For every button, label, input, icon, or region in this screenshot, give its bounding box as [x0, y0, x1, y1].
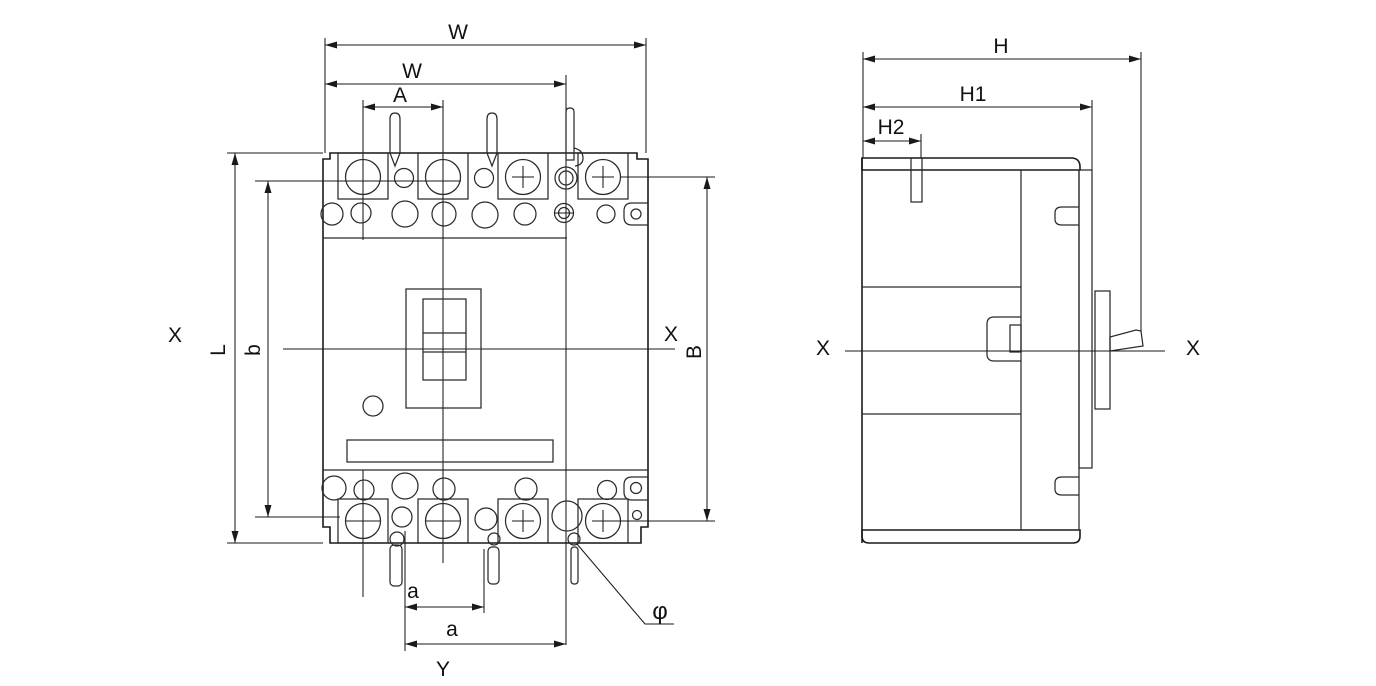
- dim-label-a-small: a: [407, 580, 419, 603]
- mounting-hole: [432, 477, 456, 501]
- phi-hole: [487, 532, 501, 546]
- fixing-tab-hole: [630, 208, 642, 220]
- axis-label-x-right: X: [1186, 337, 1200, 360]
- nameplate: [346, 439, 554, 463]
- axis-label-x-left: X: [168, 324, 182, 347]
- side-escutcheon-inner: [1009, 324, 1022, 353]
- top-terminal-band: [320, 107, 648, 229]
- terminal-screw: [344, 158, 382, 196]
- front-view: W W A L b B X X: [168, 21, 715, 681]
- barrier-prong-thin: [570, 546, 579, 585]
- terminal-pad: [497, 498, 549, 544]
- mounting-hole: [596, 479, 618, 501]
- screw-cross: [512, 166, 534, 188]
- neutral-screw-inner: [558, 170, 574, 186]
- side-front-plate: [1078, 169, 1093, 469]
- side-clip-top: [1054, 206, 1079, 226]
- mounting-hole: [391, 472, 419, 500]
- barrier-prong: [486, 112, 498, 168]
- side-view: H H1 H2 X X: [816, 35, 1200, 544]
- side-handle-mount: [1094, 290, 1111, 410]
- side-top-tab: [910, 157, 923, 203]
- phi-leader-line: [576, 543, 674, 625]
- terminal-pad: [417, 152, 469, 200]
- operating-mechanism: [346, 288, 554, 463]
- barrier-prong-hook: [573, 147, 584, 167]
- small-hole: [631, 509, 643, 521]
- fixing-tab: [623, 202, 648, 226]
- handle-escutcheon: [405, 288, 482, 409]
- axis-label-x-right: X: [664, 323, 678, 346]
- terminal-pad: [337, 498, 389, 544]
- dim-label-b: b: [242, 344, 265, 356]
- mounting-hole: [353, 479, 375, 501]
- mounting-hole: [596, 204, 616, 224]
- terminal-pad: [337, 152, 389, 200]
- axis-label-y: Y: [436, 658, 450, 681]
- neutral-hole-large: [551, 500, 583, 532]
- mounting-hole: [431, 201, 457, 227]
- side-toggle-handle[interactable]: [1109, 329, 1144, 352]
- dim-label-W-3pole: W: [402, 60, 422, 83]
- dim-label-H: H: [993, 35, 1008, 58]
- terminal-screw: [504, 502, 542, 540]
- dim-label-H1: H1: [960, 83, 987, 106]
- phi-hole: [567, 532, 581, 546]
- barrier-hole: [474, 507, 498, 531]
- barrier-prong-thin: [565, 107, 575, 161]
- terminal-screw: [504, 158, 542, 196]
- breaker-body-outline: [322, 152, 649, 544]
- mounting-hole: [391, 200, 419, 228]
- side-escutcheon: [986, 316, 1021, 362]
- terminal-pad: [497, 152, 549, 200]
- screw-cross: [592, 166, 614, 188]
- phi-hole: [389, 531, 405, 547]
- trip-test-button[interactable]: [362, 395, 384, 417]
- mounting-hole: [514, 477, 538, 501]
- terminal-screw: [344, 502, 382, 540]
- mounting-hole: [320, 202, 344, 226]
- terminal-pad: [577, 152, 629, 200]
- mounting-hole: [513, 202, 537, 226]
- mounting-hole: [321, 475, 347, 501]
- fixing-tab-hole: [629, 481, 643, 495]
- side-top-strip: [861, 157, 1081, 171]
- side-dimensions: H H1 H2 X X: [816, 35, 1200, 360]
- barrier-prong: [487, 546, 500, 585]
- side-bottom-strip: [861, 529, 1081, 544]
- bottom-terminal-band: [321, 472, 648, 587]
- terminal-pad: [417, 498, 469, 544]
- dim-label-L: L: [207, 344, 230, 356]
- terminal-screw: [424, 502, 462, 540]
- axis-label-x-left: X: [816, 337, 830, 360]
- dim-label-W-overall: W: [448, 21, 468, 44]
- barrier-prong: [389, 544, 403, 587]
- side-clip-bottom: [1054, 476, 1079, 496]
- dim-label-B: B: [683, 345, 706, 359]
- terminal-screw: [424, 158, 462, 196]
- fixing-tab: [623, 476, 648, 501]
- neutral-screw-outer: [554, 166, 578, 190]
- barrier-hole: [473, 167, 495, 189]
- front-dimensions: W W A L b B X X: [168, 21, 715, 681]
- toggle-handle[interactable]: [422, 298, 467, 381]
- mounting-hole: [350, 202, 372, 224]
- dim-label-A: A: [393, 84, 407, 107]
- dim-label-a-large: a: [446, 618, 458, 641]
- barrier-hole: [391, 506, 413, 528]
- dim-label-H2: H2: [878, 116, 905, 139]
- barrier-hole: [393, 167, 415, 189]
- barrier-prong: [389, 112, 401, 168]
- phi-label: φ: [652, 598, 668, 625]
- screw-cross: [512, 510, 534, 532]
- mounting-hole: [471, 201, 499, 229]
